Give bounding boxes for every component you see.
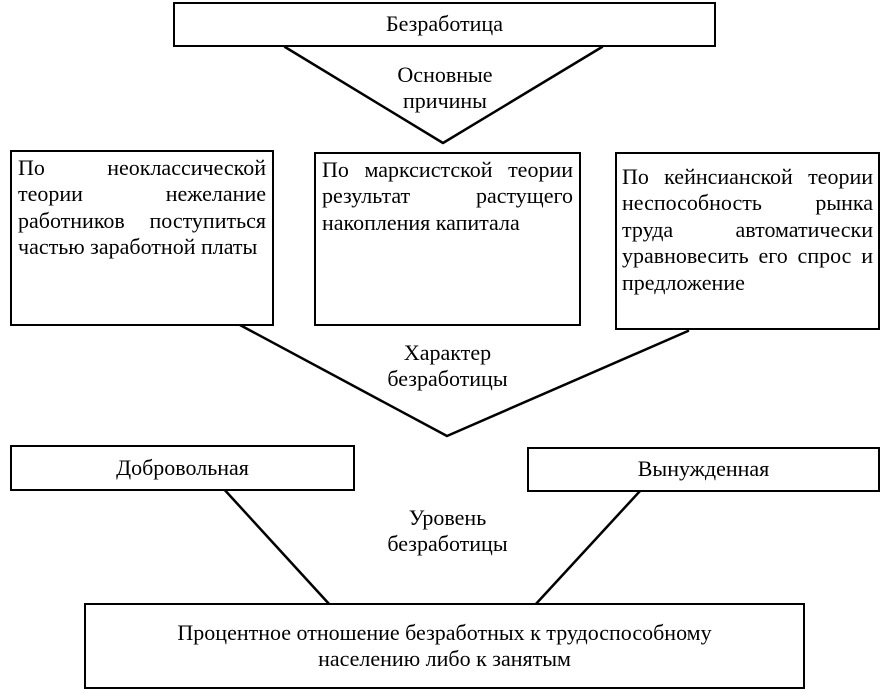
level-definition-box: Процентное отношение безработных к трудо… <box>84 603 805 689</box>
neoclassical-theory-text: По неоклассической теории нежелание рабо… <box>18 155 266 260</box>
voluntary-label: Добровольная <box>116 454 249 480</box>
marxist-theory-box: По марксистской теории результат растуще… <box>314 152 581 326</box>
character-label: Характер безработицы <box>387 340 508 392</box>
keynesian-theory-text: По кейнсианской теории неспособность рын… <box>622 164 873 295</box>
keynesian-theory-box: По кейнсианской теории неспособность рын… <box>615 152 880 330</box>
funnel-bottom <box>220 485 332 607</box>
unemployment-title: Безработица <box>386 11 503 37</box>
funnel-bottom-right <box>533 489 642 607</box>
level-label: Уровень безработицы <box>387 505 508 557</box>
funnel-top <box>283 45 604 145</box>
level-definition-line2: населению либо к занятым <box>318 646 571 671</box>
main-causes-label: Основные причины <box>397 62 493 114</box>
voluntary-box: Добровольная <box>10 445 355 491</box>
marxist-theory-text: По марксистской теории результат растуще… <box>322 157 573 235</box>
neoclassical-theory-box: По неоклассической теории нежелание рабо… <box>10 150 274 326</box>
forced-box: Вынужденная <box>527 447 880 492</box>
level-definition-line1: Процентное отношение безработных к трудо… <box>177 619 712 645</box>
unemployment-title-box: Безработица <box>173 2 716 47</box>
funnel-middle <box>238 323 690 438</box>
forced-label: Вынужденная <box>637 456 770 482</box>
